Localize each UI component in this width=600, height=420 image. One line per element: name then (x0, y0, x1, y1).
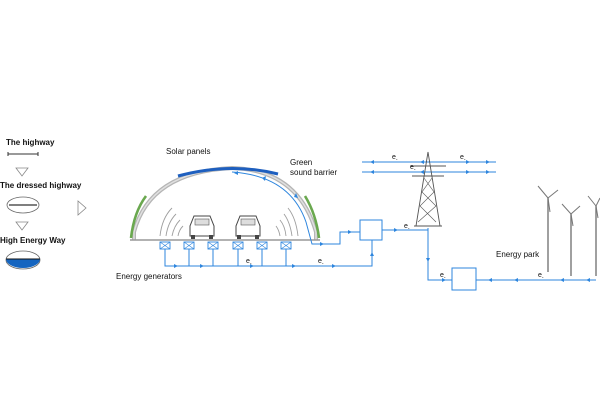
electron-label: e- (318, 258, 324, 267)
stage-1-label: The highway (6, 138, 55, 147)
electron-label: e- (460, 154, 466, 163)
green-barrier-label-2: sound barrier (290, 168, 338, 177)
energy-park-label: Energy park (496, 250, 540, 259)
wind-turbine-icon (561, 203, 581, 276)
electron-label: e- (538, 272, 544, 281)
tunnel-structure (130, 165, 320, 241)
power-converter-box (451, 267, 477, 291)
transmission-tower-icon (410, 151, 446, 227)
energy-generator-units (159, 241, 292, 250)
electron-label: e- (440, 272, 446, 281)
electron-labels: e- e- e- e- e- e- e- e- (246, 154, 544, 281)
plain-highway-icon (7, 152, 39, 156)
electron-label: e- (410, 164, 416, 173)
power-converter-box (359, 219, 383, 241)
solar-panel-roof (177, 166, 279, 178)
stage-3-label: High Energy Way (0, 236, 66, 245)
solar-panels-label: Solar panels (166, 147, 211, 156)
down-arrow-icon (15, 221, 29, 231)
flow-arrow-marks (174, 160, 590, 282)
green-sound-barrier-left (129, 195, 148, 239)
electron-label: e- (404, 223, 410, 232)
electron-label: e- (392, 154, 398, 163)
wind-turbine-icon (587, 195, 600, 276)
sound-wave-lines (159, 207, 299, 237)
green-sound-barrier-right (303, 195, 321, 239)
right-arrow-icon (77, 200, 87, 216)
down-arrow-icon (15, 167, 29, 177)
wind-turbine-icon (537, 185, 559, 272)
car-icon (235, 215, 261, 239)
dressed-highway-icon (6, 196, 40, 214)
green-barrier-label-1: Green (290, 158, 313, 167)
electron-label: e- (246, 258, 252, 267)
car-icon (189, 215, 215, 239)
energy-generators-label: Energy generators (116, 272, 182, 281)
stage-2-label: The dressed highway (0, 181, 82, 190)
energy-way-icon (5, 250, 41, 270)
